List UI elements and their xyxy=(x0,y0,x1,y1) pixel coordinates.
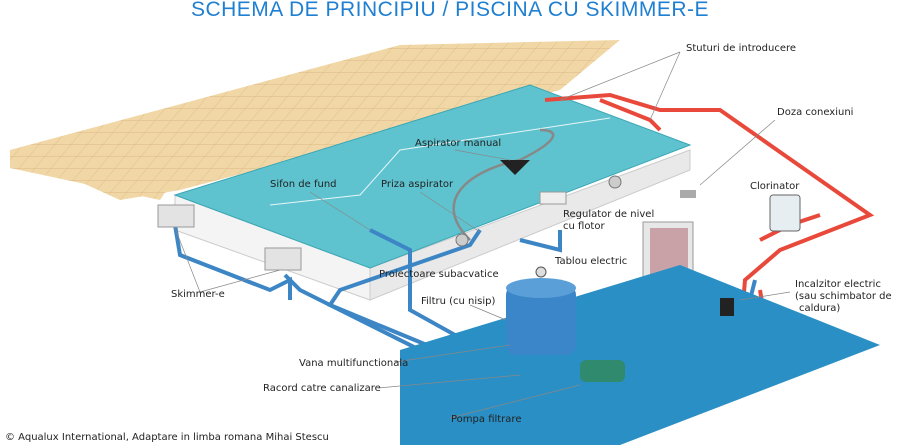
label-aspirator: Aspirator manual xyxy=(415,138,502,149)
label-incalzitor-3: caldura) xyxy=(799,303,841,314)
label-priza: Priza aspirator xyxy=(381,179,454,190)
label-stuturi: Stuturi de introducere xyxy=(686,43,797,54)
label-regulator-2: cu flotor xyxy=(563,221,605,232)
label-incalzitor-1: Incalzitor electric xyxy=(795,279,881,290)
label-pompa: Pompa filtrare xyxy=(451,414,522,425)
label-incalzitor-2: (sau schimbator de xyxy=(795,291,892,302)
leader-lines xyxy=(174,51,791,419)
level-regulator xyxy=(539,191,567,205)
junction-box xyxy=(680,190,696,198)
pool-floor-lines xyxy=(269,117,611,206)
chlorinator xyxy=(769,194,801,232)
tile-deck xyxy=(10,40,620,200)
pressure-gauge xyxy=(535,266,547,278)
page-title: SCHEMA DE PRINCIPIU / PISCINA CU SKIMMER… xyxy=(190,0,710,21)
pool-water xyxy=(173,84,692,269)
filter-pump xyxy=(580,360,625,382)
aspirator-head xyxy=(500,160,530,175)
tile-deck-left xyxy=(10,150,170,200)
label-clorinator: Clorinator xyxy=(750,181,800,192)
label-sifon: Sifon de fund xyxy=(270,179,337,190)
heater xyxy=(720,298,734,316)
label-racord: Racord catre canalizare xyxy=(263,383,381,394)
label-doza: Doza conexiuni xyxy=(777,107,854,118)
skimmer-1 xyxy=(157,204,195,228)
copyright: © Aqualux International, Adaptare in lim… xyxy=(5,432,329,443)
label-proiectoare: Proiectoare subacvatice xyxy=(379,269,499,280)
label-skimmer: Skimmer-e xyxy=(171,289,225,300)
underwater-light-1 xyxy=(455,233,469,247)
skimmer-2 xyxy=(264,247,302,271)
pool-wall-right xyxy=(369,149,691,301)
label-tablou: Tablou electric xyxy=(555,256,628,267)
sand-filter xyxy=(506,285,576,355)
underwater-light-2 xyxy=(608,175,622,189)
label-vana: Vana multifunctionala xyxy=(299,358,409,369)
sand-filter-top xyxy=(506,278,576,298)
label-regulator-1: Regulator de nivel xyxy=(563,209,655,220)
label-filtru: Filtru (cu nisip) xyxy=(421,296,496,307)
